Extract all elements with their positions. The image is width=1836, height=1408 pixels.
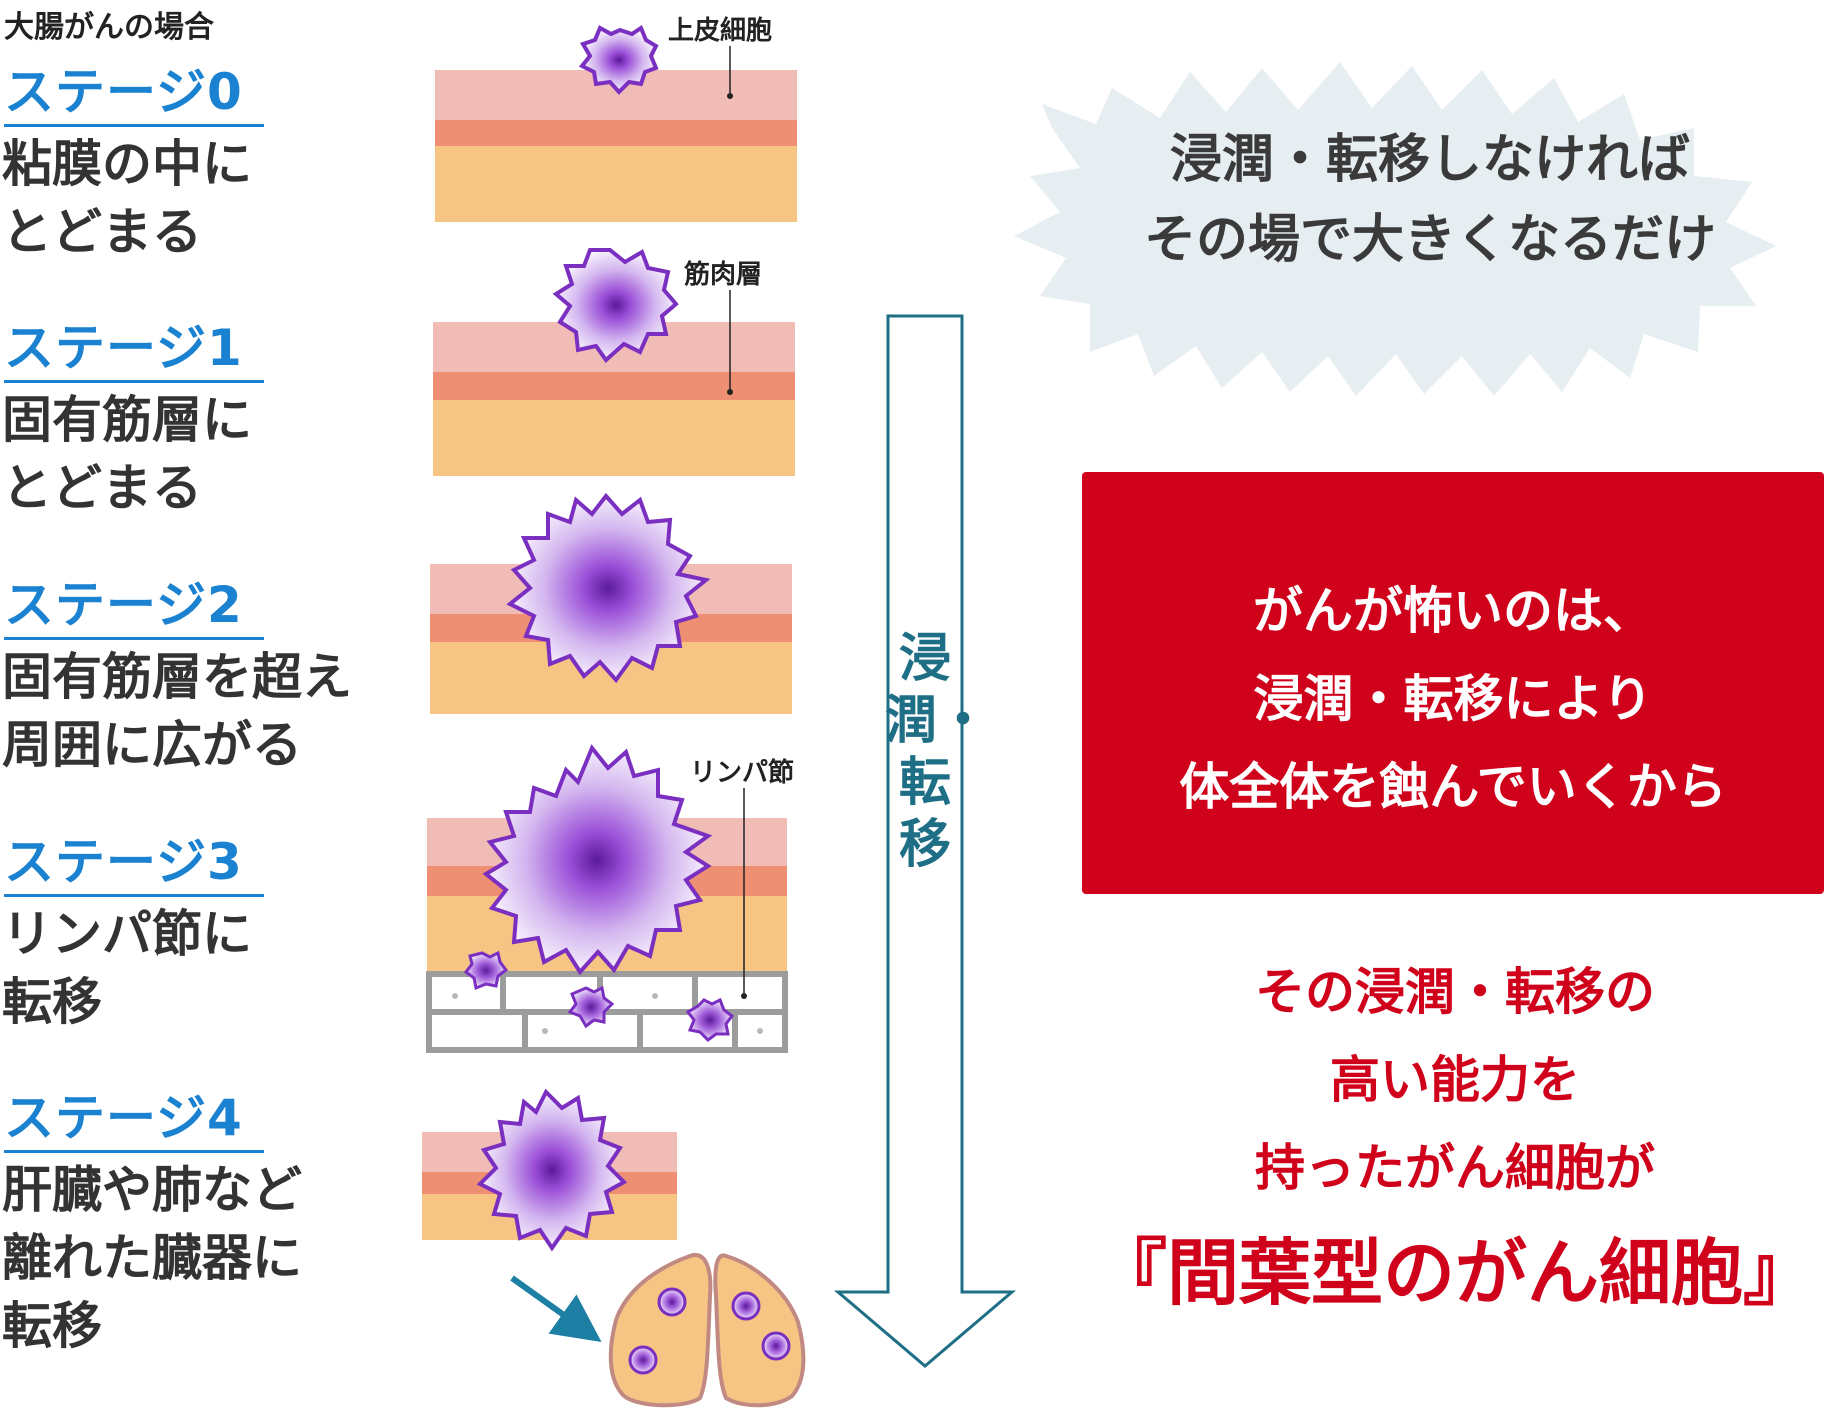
stage-0-title: ステージ0 bbox=[4, 62, 264, 127]
lymph-metastasis-cell bbox=[463, 950, 509, 991]
cloud-message: 浸潤・転移しなければ その場で大きくなるだけ bbox=[1143, 130, 1716, 270]
stage-1-tumor bbox=[552, 248, 679, 363]
stage-2-desc: 固有筋層を超え 周囲に広がる bbox=[2, 648, 352, 774]
muscle-layer-label: 筋肉層 bbox=[684, 260, 763, 290]
stage-2-title: ステージ2 bbox=[4, 575, 264, 640]
red-box-text: がんが怖いのは、 浸潤・転移により 体全体を蝕んでいくから bbox=[1179, 582, 1727, 816]
red-message-box: がんが怖いのは、 浸潤・転移により 体全体を蝕んでいくから bbox=[1082, 472, 1824, 894]
lymph-node-label: リンパ節 bbox=[690, 758, 795, 788]
invasion-arrow bbox=[833, 314, 1017, 1368]
invasion-arrow-label: 浸潤・転移 bbox=[885, 628, 990, 876]
lymph-metastasis-cell bbox=[685, 997, 735, 1042]
bottom-message: その浸潤・転移の 高い能力を 持ったがん細胞が bbox=[1255, 963, 1655, 1197]
invasion-arrow-label-text: 浸潤・転移 bbox=[885, 629, 990, 875]
spiky-cloud bbox=[1014, 62, 1776, 396]
stage-4-desc: 肝臓や肺など 離れた臓器に 転移 bbox=[2, 1161, 302, 1355]
stage-3-tumor bbox=[482, 744, 713, 976]
emphasis-title: 『間葉型のがん細胞』 bbox=[1094, 1231, 1815, 1315]
lungs-illustration bbox=[608, 1252, 806, 1408]
stage-0-desc: 粘膜の中に とどまる bbox=[2, 135, 252, 261]
stage-4-tumor bbox=[476, 1088, 628, 1252]
page-heading: 大腸がんの場合 bbox=[4, 10, 214, 45]
stage-0-tissue bbox=[435, 70, 797, 222]
stage-4-title: ステージ4 bbox=[4, 1088, 264, 1153]
lymph-metastasis-cell bbox=[567, 985, 615, 1029]
stage-3-title: ステージ3 bbox=[4, 832, 264, 897]
stage-3-desc: リンパ節に 転移 bbox=[2, 905, 252, 1031]
stage-0-tumor bbox=[578, 24, 659, 95]
epithelium-label: 上皮細胞 bbox=[668, 16, 773, 46]
stage-1-title: ステージ1 bbox=[4, 318, 264, 383]
stage-2-tumor bbox=[506, 492, 711, 684]
stage-1-desc: 固有筋層に とどまる bbox=[2, 391, 252, 517]
